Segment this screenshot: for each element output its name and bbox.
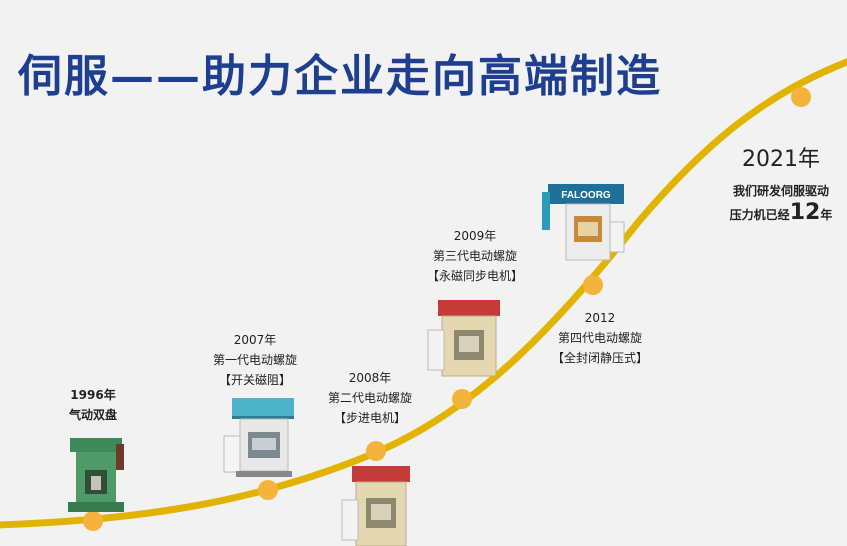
summary-line1: 我们研发伺服驱动 [732,184,829,198]
milestone-year: 2008年 [348,371,392,385]
milestone-year: 2012 [584,311,616,325]
milestone-desc: 第四代电动螺旋 [557,331,642,345]
machine-2012-image: FALOORG [542,184,625,261]
milestone-desc: 气动双盘 [68,408,117,422]
milestone-year: 2007年 [233,333,277,347]
summary-year: 2021年 [742,147,820,172]
machine-2007-image [223,398,294,477]
page-title: 伺服——助力企业走向高端制造 [18,51,662,102]
milestone-type: 【开关磁阻】 [218,373,291,387]
milestone-2009: 2009年 第三代电动螺旋 【永磁同步电机】 [420,226,530,286]
milestone-dot-1996 [83,511,103,531]
milestone-desc: 第二代电动螺旋 [327,391,412,405]
milestone-type: 【全封闭静压式】 [551,351,648,365]
milestone-year: 1996年 [70,388,116,402]
milestone-dot-2021 [791,87,811,107]
milestone-type: 【永磁同步电机】 [426,269,523,283]
milestone-dot-2012 [583,275,603,295]
summary-line2: 压力机已经12年 [716,200,846,225]
milestone-2012: 2012 第四代电动螺旋 【全封闭静压式】 [540,308,660,368]
machine-2008-image [341,466,410,546]
summary-suffix: 年 [820,208,833,222]
machine-2009-image [427,300,500,377]
summary-number: 12 [789,200,821,225]
milestone-1996: 1996年 气动双盘 [48,385,138,425]
milestone-type: 【步进电机】 [333,411,406,425]
milestone-dot-2007 [258,480,278,500]
milestone-desc: 第一代电动螺旋 [212,353,297,367]
milestone-dot-2009 [452,389,472,409]
summary-prefix: 压力机已经 [729,208,790,222]
milestone-desc: 第三代电动螺旋 [432,249,517,263]
milestone-2007: 2007年 第一代电动螺旋 【开关磁阻】 [200,330,310,390]
machine-brand-logo: FALOORG [561,190,611,201]
milestone-dot-2008 [366,441,386,461]
milestone-year: 2009年 [453,229,497,243]
machine-1996-image [68,438,124,512]
summary-2021: 2021年 我们研发伺服驱动 压力机已经12年 [716,145,846,225]
milestone-2008: 2008年 第二代电动螺旋 【步进电机】 [315,368,425,428]
